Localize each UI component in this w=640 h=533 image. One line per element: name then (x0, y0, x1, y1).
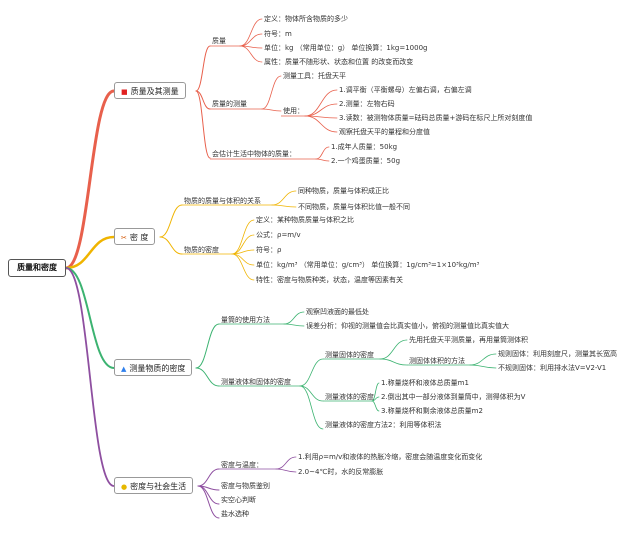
node-other[interactable]: 盐水选种 (221, 510, 249, 518)
volume-item[interactable]: 规则固体：利用刻度尺，测量其长宽高 (498, 350, 617, 358)
node-mass-measure[interactable]: 质量的测量 (212, 100, 247, 108)
usage-item[interactable]: 2.测量：左物右码 (339, 100, 395, 108)
density-def-item[interactable]: 公式：ρ=m/v (256, 231, 301, 239)
solid-first[interactable]: 先用托盘天平测质量，再用量筒测体积 (409, 336, 528, 344)
volume-item[interactable]: 不规则固体：利用排水法V=V2-V1 (498, 364, 607, 372)
node-liquid-density[interactable]: 测量液体的密度 (325, 393, 374, 401)
node-usage[interactable]: 使用： (283, 107, 304, 115)
liquid-item[interactable]: 1.称量烧杯和液体总质量m1 (381, 379, 469, 387)
node-relation[interactable]: 物质的质量与体积的关系 (184, 197, 261, 205)
quality-item[interactable]: 属性：质量不随形状、状态和位置 的改变而改变 (264, 58, 414, 66)
section-measure-density[interactable]: ▲测量物质的密度 (114, 359, 193, 376)
flame-icon: ▲ (121, 365, 127, 373)
section-life-title: 密度与社会生活 (130, 482, 187, 491)
section-life[interactable]: ●密度与社会生活 (114, 477, 194, 494)
node-solid-volume[interactable]: 测固体体积的方法 (409, 357, 465, 365)
usage-item[interactable]: 观察托盘天平的量程和分度值 (339, 128, 430, 136)
section-mass-title: 质量及其测量 (130, 87, 179, 96)
tools-icon: ✂ (121, 234, 127, 242)
estimate-item[interactable]: 1.成年人质量：50kg (331, 143, 398, 151)
density-def-item[interactable]: 符号：ρ (256, 246, 282, 254)
section-measure-density-title: 测量物质的密度 (129, 364, 186, 373)
section-density-title: 密 度 (129, 233, 149, 242)
node-density-def[interactable]: 物质的密度 (184, 246, 219, 254)
node-temp[interactable]: 密度与温度： (221, 461, 263, 469)
density-def-item[interactable]: 单位：kg/m³ （常用单位：g/cm³） 单位换算：1g/cm³=1×10³k… (256, 261, 480, 269)
density-def-item[interactable]: 特性：密度与物质种类，状态，温度等因素有关 (256, 276, 403, 284)
root-node[interactable]: 质量和密度 (8, 259, 66, 277)
node-solid-liquid[interactable]: 测量液体和固体的密度 (221, 378, 291, 386)
node-solid-density[interactable]: 测量固体的密度 (325, 351, 374, 359)
relation-item[interactable]: 同种物质，质量与体积成正比 (298, 187, 389, 195)
section-density[interactable]: ✂密 度 (114, 228, 156, 245)
measure-tool[interactable]: 测量工具：托盘天平 (283, 72, 346, 80)
quality-item[interactable]: 符号：m (264, 30, 292, 38)
density-def-item[interactable]: 定义：某种物质质量与体积之比 (256, 216, 354, 224)
usage-item[interactable]: 1.调平衡（平衡螺母）左偏右调，右偏左调 (339, 86, 472, 94)
liquid-item[interactable]: 3.称量烧杯和剩余液体总质量m2 (381, 407, 483, 415)
cylinder-item[interactable]: 误差分析：仰视的测量值会比真实值小，俯视的测量值比真实值大 (306, 322, 509, 330)
usage-item[interactable]: 3.读数：被测物体质量=砝码总质量+游码在标尺上所对刻度值 (339, 114, 533, 122)
lightbulb-icon: ● (121, 483, 128, 491)
quality-item[interactable]: 定义：物体所含物质的多少 (264, 15, 348, 23)
temp-item[interactable]: 1.利用ρ=m/v和液体的热胀冷缩，密度会随温度变化而变化 (298, 453, 483, 461)
quality-item[interactable]: 单位：kg （常用单位：g） 单位换算：1kg=1000g (264, 44, 428, 52)
cylinder-item[interactable]: 观察凹液面的最低处 (306, 308, 369, 316)
node-other[interactable]: 实空心判断 (221, 496, 256, 504)
node-cylinder[interactable]: 量筒的使用方法 (221, 316, 270, 324)
section-mass[interactable]: ■质量及其测量 (114, 82, 186, 99)
relation-item[interactable]: 不同物质，质量与体积比值一般不同 (298, 203, 410, 211)
node-quality[interactable]: 质量 (212, 37, 226, 45)
temp-item[interactable]: 2.0~4℃时，水的反常膨胀 (298, 468, 384, 476)
estimate-item[interactable]: 2.一个鸡蛋质量：50g (331, 157, 401, 165)
red-flag-icon: ■ (121, 88, 128, 96)
liquid-item[interactable]: 2.倒出其中一部分液体到量筒中，测得体积为V (381, 393, 526, 401)
node-liquid-method2[interactable]: 测量液体的密度方法2：利用等体积法 (325, 421, 442, 429)
node-estimate[interactable]: 会估计生活中物体的质量： (212, 150, 296, 158)
node-other[interactable]: 密度与物质鉴别 (221, 482, 270, 490)
